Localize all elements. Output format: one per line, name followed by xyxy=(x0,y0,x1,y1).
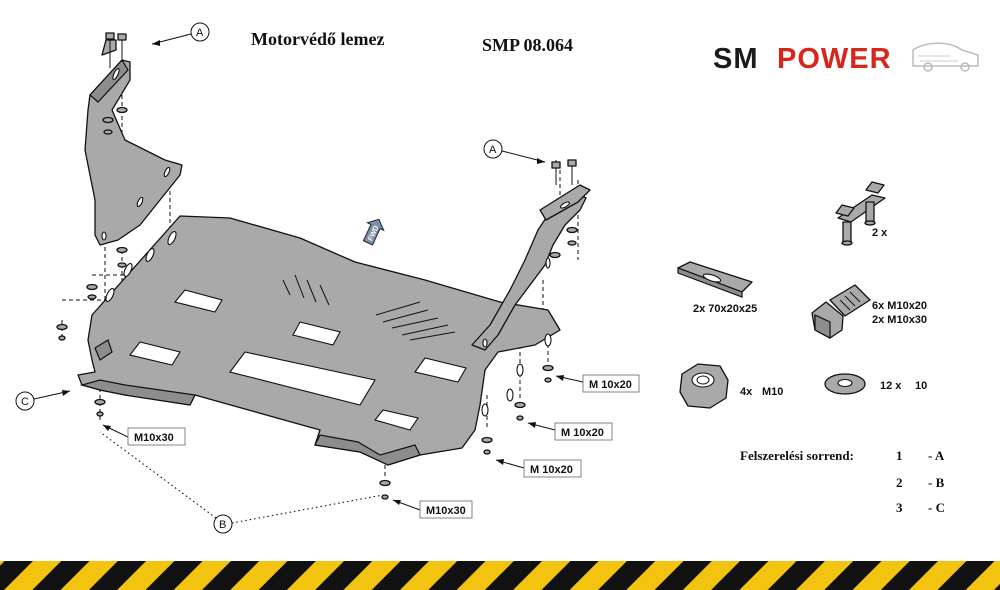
smpower-logo: SM POWER xyxy=(713,42,979,75)
callout-a-top-letter: A xyxy=(196,27,204,39)
nut-size: M10 xyxy=(762,386,783,398)
assembly-order-label: Felszerelési sorrend: xyxy=(740,448,854,463)
bolt-label-m10x20-1: M 10x20 xyxy=(555,374,640,393)
callout-a-right-letter: A xyxy=(489,144,497,156)
order-step-1-code: - A xyxy=(928,448,945,463)
m10x30-left-text: M10x30 xyxy=(134,432,174,444)
diagram-title: Motorvédő lemez xyxy=(251,29,384,49)
m10x20-3-text: M 10x20 xyxy=(530,464,573,476)
bolt-qty-2: 2x M10x30 xyxy=(872,314,927,326)
order-step-2-code: - B xyxy=(928,475,945,490)
bolt-label-m10x20-2: M 10x20 xyxy=(527,422,613,441)
logo-text-power: POWER xyxy=(777,43,892,75)
callout-c: C xyxy=(15,390,71,411)
bolt-label-m10x20-3: M 10x20 xyxy=(495,459,582,478)
callout-c-letter: C xyxy=(21,396,29,408)
callout-a-right: A xyxy=(483,139,546,164)
bolt-label-m10x30-left: M10x30 xyxy=(102,424,186,446)
bolt-label-m10x30-bottom: M10x30 xyxy=(392,499,473,519)
order-step-3-code: - C xyxy=(928,500,945,515)
clamp-part xyxy=(835,181,886,246)
bolt-qty-1: 6x M10x20 xyxy=(872,300,927,312)
order-step-2-number: 2 xyxy=(896,475,903,490)
spacer-plate-part xyxy=(677,261,753,298)
nut-qty: 4x xyxy=(740,386,753,398)
callout-b-letter: B xyxy=(219,519,226,531)
washer-size: 10 xyxy=(915,380,927,392)
left-bracket xyxy=(84,32,183,246)
nut-part xyxy=(679,363,729,409)
assembly-order: Felszerelési sorrend: 1 - A 2 - B 3 - C xyxy=(740,448,945,515)
m10x20-2-text: M 10x20 xyxy=(561,427,604,439)
hazard-stripe xyxy=(0,561,1000,590)
order-step-1-number: 1 xyxy=(896,448,903,463)
bolt-part xyxy=(811,284,871,339)
order-step-3-number: 3 xyxy=(896,500,903,515)
m10x20-1-text: M 10x20 xyxy=(589,379,632,391)
washer-qty: 12 x xyxy=(880,380,902,392)
diagram-fasteners xyxy=(56,106,578,500)
clamp-qty: 2 x xyxy=(872,227,888,239)
fwd-arrow-icon: FWD xyxy=(362,218,385,246)
car-silhouette-icon xyxy=(912,42,979,72)
m10x30-bottom-text: M10x30 xyxy=(426,505,466,517)
product-code: SMP 08.064 xyxy=(482,35,573,55)
callout-b: B xyxy=(99,431,384,534)
logo-text-sm: SM xyxy=(713,43,759,75)
skid-plate xyxy=(77,215,561,466)
spacer-plate-qty: 2x 70x20x25 xyxy=(693,303,757,315)
washer-part xyxy=(824,373,866,395)
callout-a-top: A xyxy=(151,22,210,46)
right-bracket xyxy=(471,159,591,351)
